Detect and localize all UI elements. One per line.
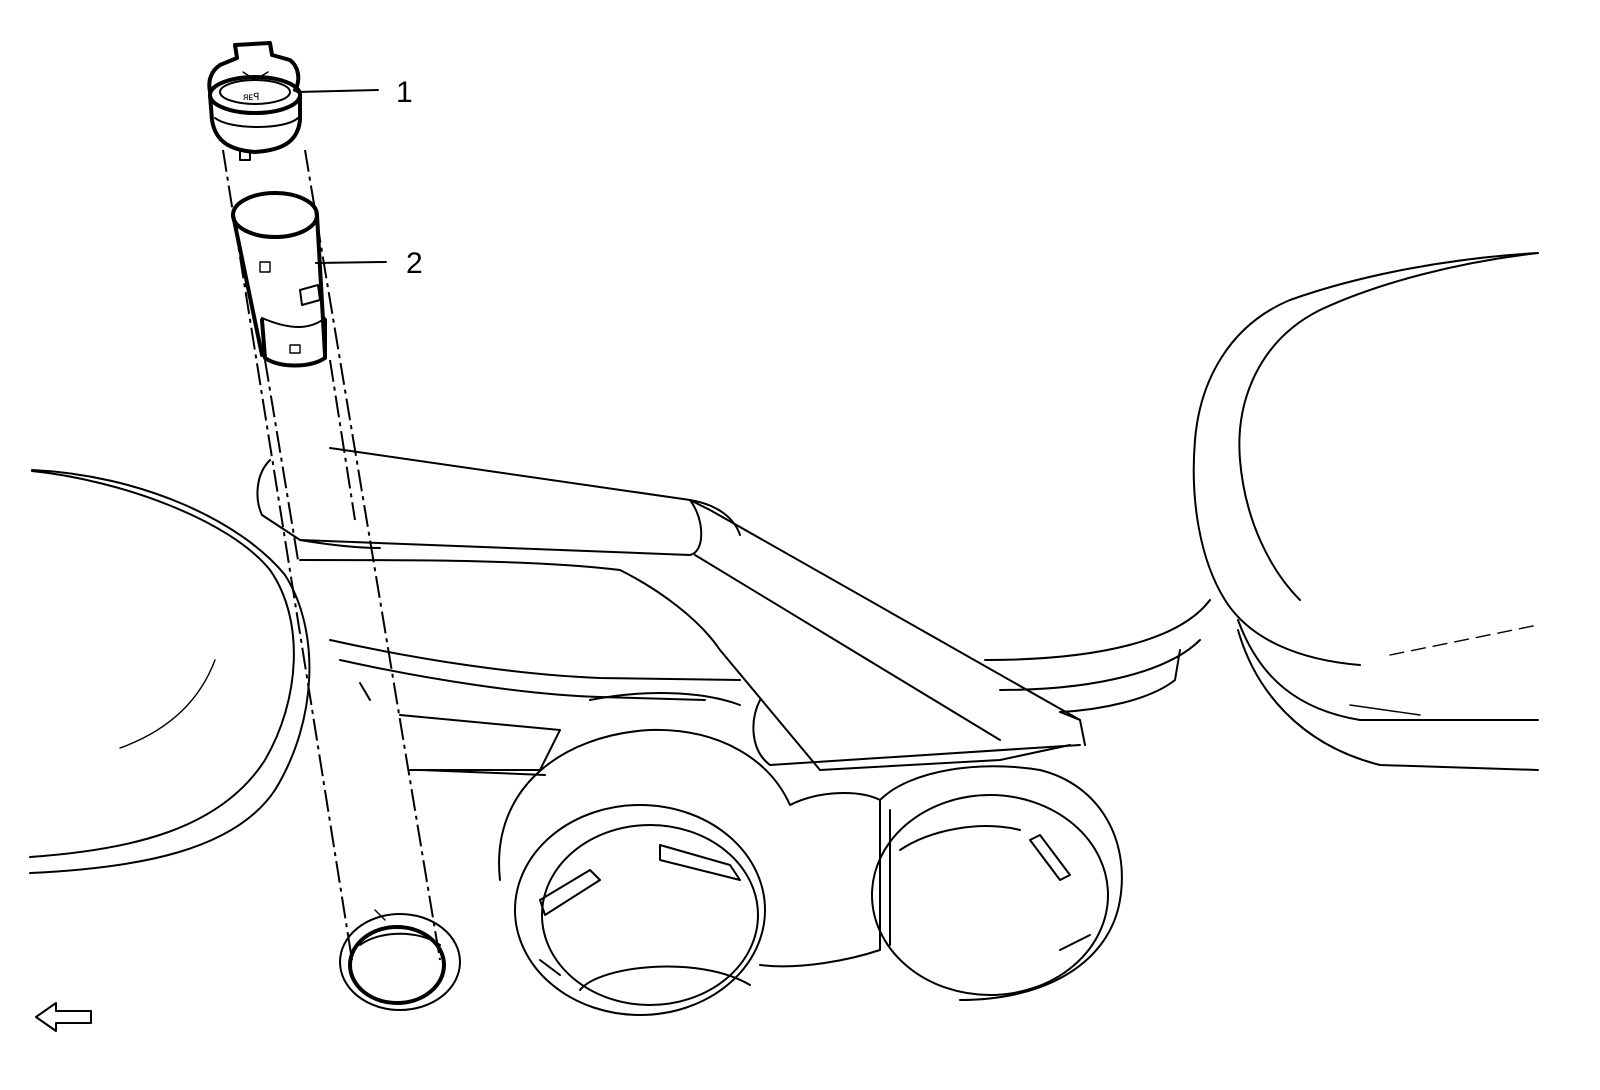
cup-holder-right [759, 765, 1123, 1001]
cup-holder-left [498, 728, 881, 1016]
power-outlet-cap: ᴙᴇꟼ [207, 41, 302, 161]
left-seat [29, 469, 311, 874]
callout-2: 2 [406, 247, 423, 280]
right-seat [1192, 252, 1539, 771]
callout-leaders [296, 89, 387, 264]
outlet-receptacle [339, 909, 461, 1011]
center-console [256, 447, 1211, 776]
installation-path-lines [222, 149, 441, 961]
power-outlet-sleeve [231, 191, 327, 368]
callout-1: 1 [396, 76, 413, 109]
svg-text:ᴙᴇꟼ: ᴙᴇꟼ [243, 92, 259, 103]
left-arrow-icon [35, 1002, 92, 1032]
